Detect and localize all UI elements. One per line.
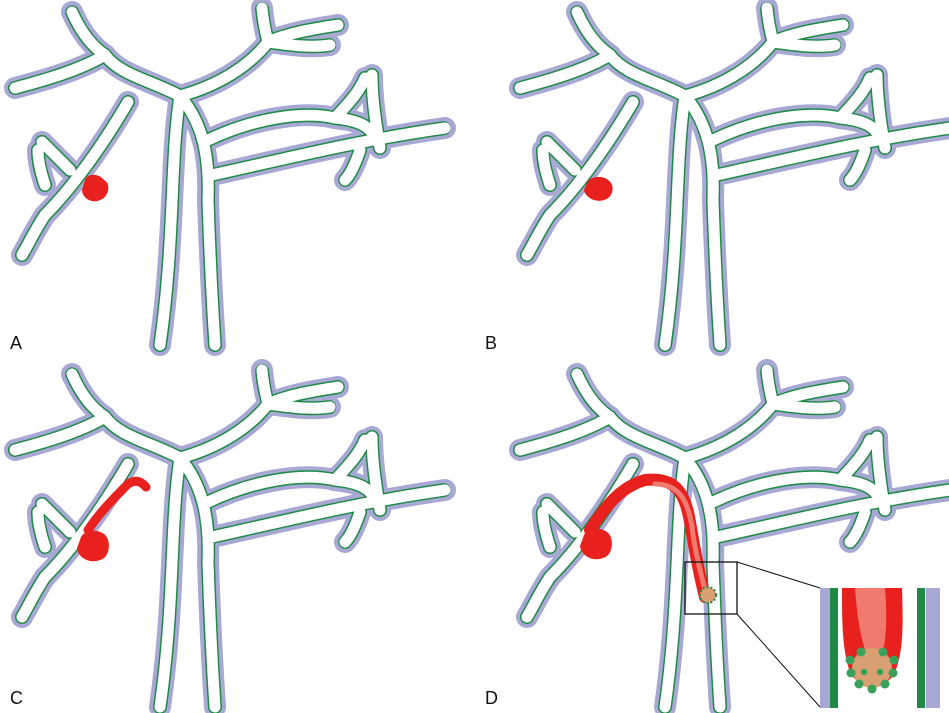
inset-epithelium-left [830,588,838,708]
panel-label-a: A [10,333,22,354]
inset-duct-wall-right [926,588,940,708]
zoom-line-bottom [737,614,820,707]
zoom-line-top [737,562,820,588]
panel-b [520,8,949,345]
panel-label-b: B [485,333,497,354]
panel-c [15,370,445,707]
panel-a [15,8,445,345]
panel-label-d: D [485,688,498,709]
inset-epithelium-right [917,588,925,708]
biliary-tree [520,8,949,345]
biliary-tree [15,370,445,707]
panel-d-inset [820,588,940,708]
biliary-tree [15,8,445,345]
tumor-invasive-tip [700,587,716,603]
tumor-nodule [82,175,108,202]
panel-label-c: C [10,688,23,709]
